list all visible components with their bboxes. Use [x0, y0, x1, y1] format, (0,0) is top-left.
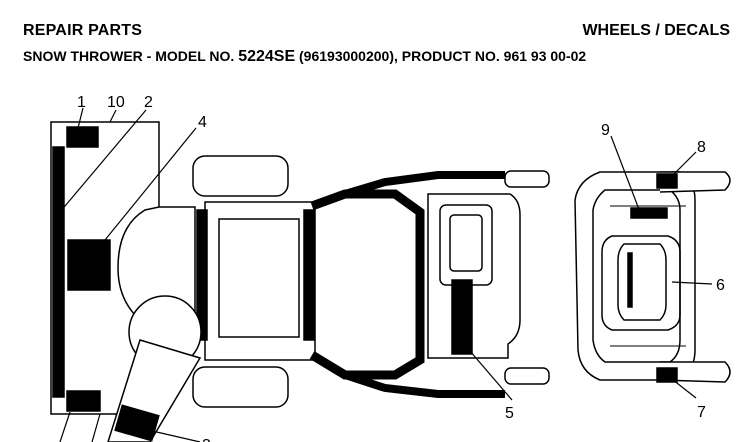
subtitle-prefix: SNOW THROWER - MODEL NO.: [23, 48, 235, 64]
subtitle: SNOW THROWER - MODEL NO. 5224SE (9619300…: [23, 48, 586, 66]
callout-7: 7: [697, 404, 706, 421]
engine-frame: [192, 155, 550, 408]
header-left-title: REPAIR PARTS: [23, 22, 143, 39]
decal-9: [630, 207, 668, 219]
decal-7: [656, 367, 678, 383]
subtitle-suffix: (96193000200), PRODUCT NO. 961 93 00-02: [299, 48, 587, 64]
discharge-chute: [107, 295, 202, 442]
callout-3: 3: [202, 437, 211, 442]
leader-lines: [59, 107, 713, 442]
callout-10: 10: [107, 94, 125, 111]
decal-strip-2: [52, 146, 65, 398]
rear-view: [574, 171, 731, 383]
model-number: 5224SE: [238, 48, 296, 65]
header-right-title: WHEELS / DECALS: [582, 22, 730, 39]
decal-4: [67, 239, 111, 291]
decal-8: [656, 173, 678, 189]
callout-1: 1: [77, 94, 86, 111]
decal-lower-left: [66, 390, 101, 412]
decal-1: [66, 126, 99, 148]
callout-8: 8: [697, 139, 706, 156]
control-panel: [427, 193, 521, 359]
callout-5: 5: [505, 405, 514, 422]
decal-3: [114, 404, 160, 442]
callout-2: 2: [144, 94, 153, 111]
callout-9: 9: [601, 122, 610, 139]
callout-4: 4: [198, 114, 207, 131]
callout-6: 6: [716, 277, 725, 294]
decal-5: [451, 279, 473, 355]
